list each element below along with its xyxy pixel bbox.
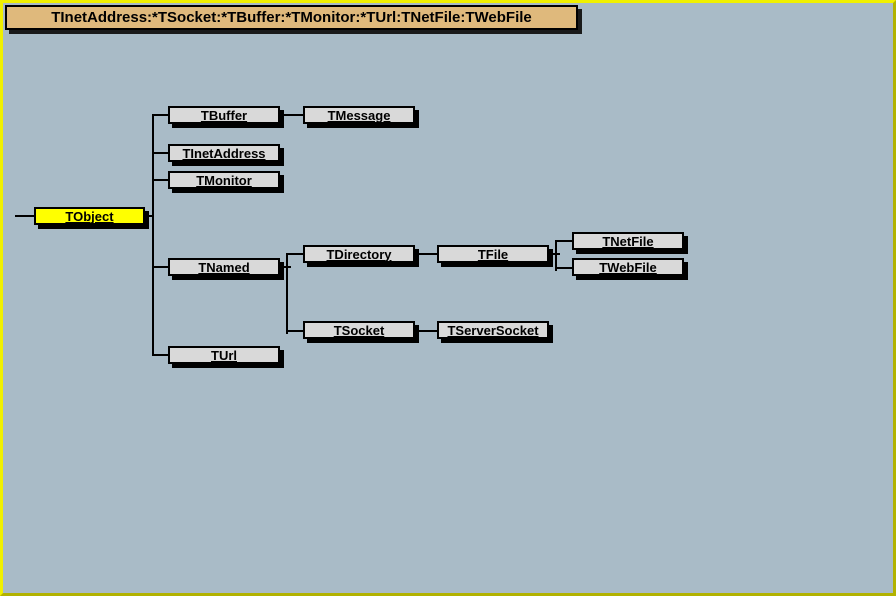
connector-trunk-tnamed <box>286 253 288 334</box>
connector-line-root <box>15 215 34 217</box>
class-node-tmonitor[interactable]: TMonitor <box>168 171 280 189</box>
class-node-tmessage[interactable]: TMessage <box>303 106 415 124</box>
connector-line <box>152 152 171 154</box>
class-node-tdirectory[interactable]: TDirectory <box>303 245 415 263</box>
connector-line <box>145 215 154 217</box>
class-node-tnetfile[interactable]: TNetFile <box>572 232 684 250</box>
class-node-tnamed[interactable]: TNamed <box>168 258 280 276</box>
connector-line-tsocket-tserversocket <box>419 330 440 332</box>
connector-line <box>152 114 171 116</box>
class-node-twebfile[interactable]: TWebFile <box>572 258 684 276</box>
class-hierarchy-diagram: TObject TBuffer TMessage TInetAddress TM… <box>3 3 893 593</box>
connector-line <box>555 240 575 242</box>
class-node-tinetaddress[interactable]: TInetAddress <box>168 144 280 162</box>
connector-line <box>286 330 306 332</box>
class-node-tbuffer[interactable]: TBuffer <box>168 106 280 124</box>
connector-line <box>152 354 171 356</box>
class-node-tserversocket[interactable]: TServerSocket <box>437 321 549 339</box>
connector-trunk-tfile <box>555 240 557 271</box>
connector-line <box>152 179 171 181</box>
class-node-turl[interactable]: TUrl <box>168 346 280 364</box>
connector-line <box>286 253 306 255</box>
connector-line <box>555 267 575 269</box>
connector-line-tbuffer-tmessage <box>284 114 306 116</box>
connector-line <box>152 266 171 268</box>
title-bar: TInetAddress:*TSocket:*TBuffer:*TMonitor… <box>5 5 578 30</box>
title-text: TInetAddress:*TSocket:*TBuffer:*TMonitor… <box>51 9 532 26</box>
connector-trunk-tobject <box>152 114 154 356</box>
class-node-tfile[interactable]: TFile <box>437 245 549 263</box>
class-node-tobject[interactable]: TObject <box>34 207 145 225</box>
class-node-tsocket[interactable]: TSocket <box>303 321 415 339</box>
connector-line-tdirectory-tfile <box>419 253 440 255</box>
